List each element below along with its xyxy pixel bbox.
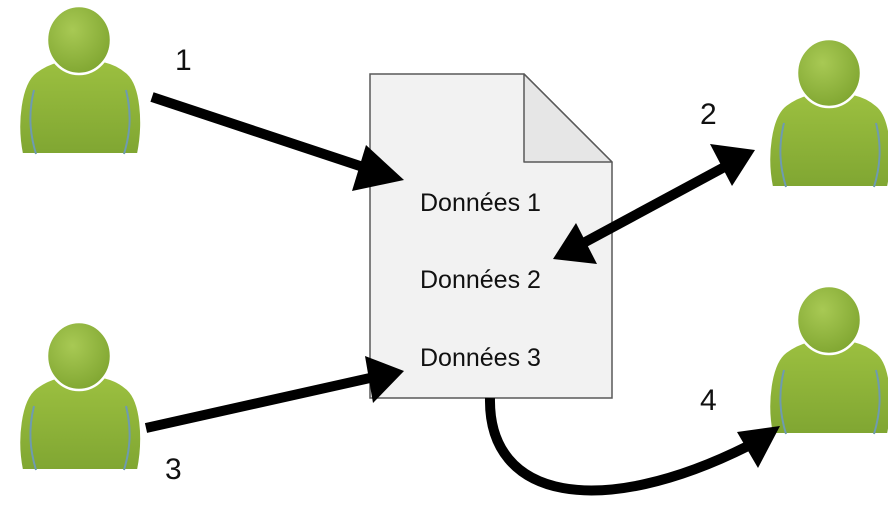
data-line-1: Données 1 bbox=[420, 189, 541, 217]
step-label-1: 1 bbox=[175, 44, 192, 77]
user-icon bbox=[768, 284, 888, 435]
user-top-right bbox=[768, 37, 888, 188]
user-icon bbox=[18, 320, 143, 471]
user-top-left bbox=[18, 4, 143, 155]
user-bottom-right bbox=[768, 284, 888, 435]
step-label-4: 4 bbox=[700, 384, 717, 417]
data-document: Données 1 Données 2 Données 3 bbox=[369, 73, 613, 399]
data-line-2: Données 2 bbox=[420, 266, 541, 294]
step-label-2: 2 bbox=[700, 98, 717, 131]
arrow-2 bbox=[553, 144, 755, 264]
arrow-1 bbox=[150, 92, 404, 191]
document-fold bbox=[523, 73, 613, 163]
user-bottom-left bbox=[18, 320, 143, 471]
arrow-4 bbox=[484, 397, 780, 496]
arrow-3 bbox=[144, 356, 404, 433]
user-icon bbox=[18, 4, 143, 155]
user-icon bbox=[768, 37, 888, 188]
data-line-3: Données 3 bbox=[420, 344, 541, 372]
step-label-3: 3 bbox=[165, 453, 182, 486]
